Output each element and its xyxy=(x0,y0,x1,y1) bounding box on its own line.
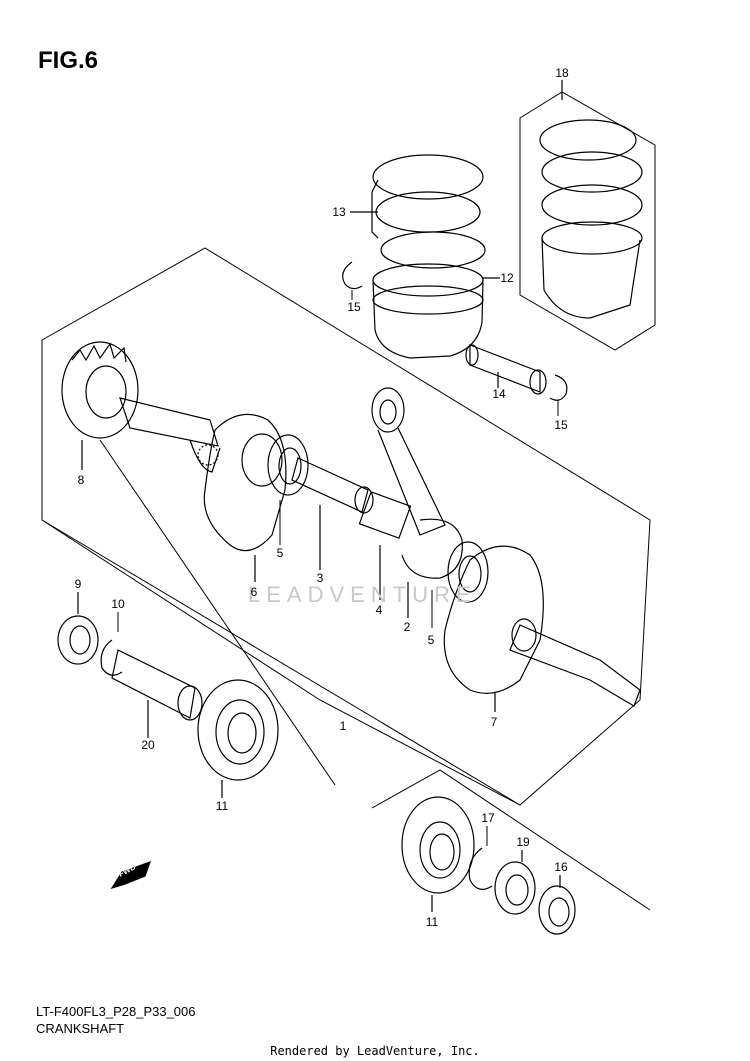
callout-17: 17 xyxy=(481,811,495,825)
callout-20: 20 xyxy=(141,738,155,752)
callout-3: 3 xyxy=(316,571,324,585)
sleeve xyxy=(111,649,203,738)
callout-19: 19 xyxy=(516,835,530,849)
callout-11-left: 11 xyxy=(215,799,229,813)
diagram-name: CRANKSHAFT xyxy=(36,1021,125,1036)
diagram-code: LT-F400FL3_P28_P33_006 xyxy=(36,1004,196,1019)
piston-pin xyxy=(465,344,547,395)
callout-9: 9 xyxy=(74,577,82,591)
drive-gear xyxy=(61,341,139,470)
frame-diagonal xyxy=(41,519,521,806)
circlip-right xyxy=(549,374,568,401)
callout-2: 2 xyxy=(403,620,411,634)
right-bearing-frame xyxy=(371,769,651,911)
callout-5-left: 5 xyxy=(276,546,284,560)
connecting-rod xyxy=(371,387,463,618)
piston-set xyxy=(539,80,643,319)
oil-seal-16 xyxy=(538,875,576,935)
callout-11-right: 11 xyxy=(425,915,439,929)
bearing-frame-lines xyxy=(99,439,336,786)
right-crank-shaft xyxy=(509,618,641,707)
main-bearing-right xyxy=(401,796,475,912)
main-bearing-left xyxy=(197,679,279,798)
right-crank-web xyxy=(443,545,544,712)
bearing-19 xyxy=(494,850,536,915)
callout-15-right: 15 xyxy=(554,418,568,432)
piston-set-frame xyxy=(519,91,656,351)
piston-rings xyxy=(350,154,486,269)
thrust-washer-right xyxy=(447,541,489,603)
circlip-left xyxy=(342,261,363,290)
callout-18: 18 xyxy=(555,66,569,80)
thrust-washer-left xyxy=(267,434,309,496)
figure-title: FIG.6 xyxy=(38,47,99,74)
callout-8: 8 xyxy=(77,473,85,487)
needle-bearing xyxy=(358,491,412,600)
circlip-17 xyxy=(468,847,493,890)
callout-1: 1 xyxy=(339,719,347,733)
left-crank-web xyxy=(203,413,287,582)
piston xyxy=(372,263,500,359)
fwd-arrow-icon xyxy=(110,861,151,890)
callout-10: 10 xyxy=(111,597,125,611)
bearing-small-left xyxy=(57,592,99,665)
watermark: LEADVENTURE xyxy=(248,582,477,607)
crank-pin xyxy=(291,457,374,570)
left-crank-shaft xyxy=(119,397,221,473)
callout-15-left: 15 xyxy=(347,300,361,314)
callout-16: 16 xyxy=(554,860,568,874)
callout-14: 14 xyxy=(492,387,506,401)
crankshaft-assembly-frame xyxy=(41,247,651,806)
callout-12: 12 xyxy=(500,271,514,285)
rendered-by: Rendered by LeadVenture, Inc. xyxy=(270,1044,480,1058)
callout-13: 13 xyxy=(332,205,346,219)
circlip-10 xyxy=(100,639,123,676)
callout-6: 6 xyxy=(250,585,258,599)
callout-7: 7 xyxy=(490,715,498,729)
callout-4: 4 xyxy=(375,603,383,617)
callout-5-right: 5 xyxy=(427,633,435,647)
